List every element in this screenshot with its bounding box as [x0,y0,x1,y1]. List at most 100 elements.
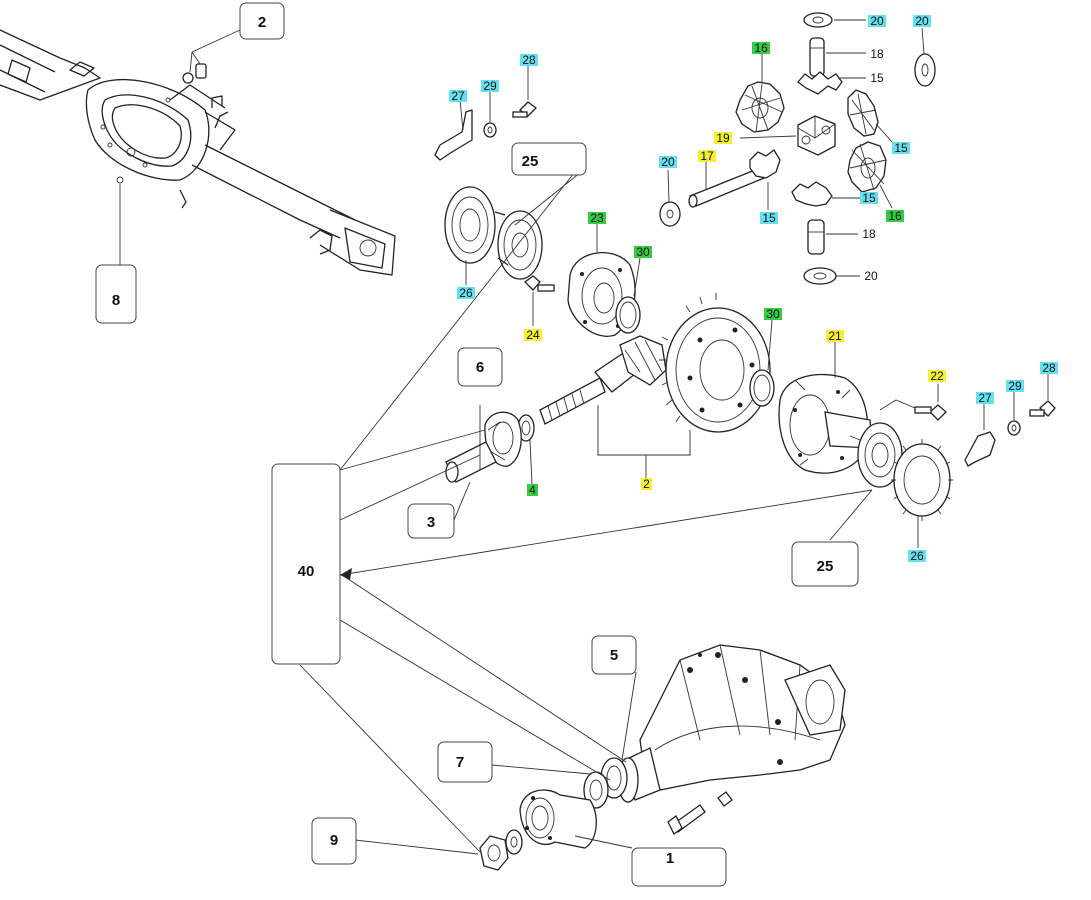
part-tag-28: 28 [520,53,538,67]
washer-29-left [483,92,497,138]
part-tag-bg [659,156,677,168]
part-tag-label: 18 [862,227,876,241]
part-tag-label: 22 [930,369,944,383]
washer-20-right [914,27,936,87]
part-tag-29: 29 [1006,379,1024,393]
ring-gear-16-top [735,52,785,133]
svg-text:2: 2 [258,14,266,31]
part-tag-15: 15 [870,71,884,85]
svg-text:1: 1 [666,850,674,867]
callout-box-2: 2 [239,2,285,40]
part-tag-15: 15 [760,211,778,225]
pin-18-bottom [807,219,858,255]
part-tag-bg [913,15,931,27]
part-tag-label: 18 [870,47,884,61]
part-tag-4: 4 [527,483,538,497]
bolt-24 [524,275,555,326]
shim-30-right [749,319,775,407]
part-tag-label: 23 [590,211,604,225]
svg-text:7: 7 [456,754,464,771]
nut-9 [479,835,509,871]
washer-29-right [1007,392,1021,436]
part-tag-26: 26 [908,549,926,563]
part-tag-bg [449,90,467,102]
part-tag-bg [892,142,910,154]
part-tag-label: 16 [888,209,902,223]
bolt-28-left [512,65,537,118]
part-tag-label: 19 [716,131,730,145]
part-tag-15: 15 [892,141,910,155]
leader-lines [299,167,873,855]
part-tag-label: 20 [864,269,878,283]
part-tag-bg [634,246,652,258]
diff-case-21 [778,340,873,474]
part-tag-2: 2 [641,477,652,491]
svg-text:6: 6 [476,359,484,376]
part-tag-20: 20 [913,14,931,28]
part-tag-bg [588,212,606,224]
side-gear-15-top [797,71,866,95]
callout-box-25-right: 25 [791,541,859,587]
shim-30-top [615,257,641,334]
callout-box-9: 9 [311,817,357,865]
part-tag-16: 16 [752,41,770,55]
pinion-gear-15-right [847,89,893,143]
part-tag-19: 19 [714,131,732,145]
part-tag-label: 30 [636,245,650,259]
callout-box-7: 7 [437,741,493,783]
part-tag-23: 23 [588,211,606,225]
part-tag-28: 28 [1040,361,1058,375]
part-tag-label: 29 [1008,379,1022,393]
part-tag-bg [908,550,926,562]
part-tag-29: 29 [481,79,499,93]
svg-text:3: 3 [427,514,435,531]
part-tag-21: 21 [826,329,844,343]
bracket-27-right [964,404,996,467]
part-tag-bg [976,392,994,404]
part-tag-label: 20 [915,14,929,28]
part-tag-label: 24 [526,328,540,342]
part-tag-bg [481,80,499,92]
side-gear-15-lower [767,181,860,210]
part-tag-label: 17 [700,149,714,163]
part-tag-30: 30 [764,307,782,321]
bolt-22 [879,384,947,421]
part-tag-bg [886,210,904,222]
part-tag-label: 26 [459,286,473,300]
svg-text:25: 25 [522,153,539,170]
svg-text:5: 5 [610,647,618,664]
svg-text:8: 8 [112,292,120,309]
svg-text:40: 40 [298,563,315,580]
part-tag-bg [524,329,542,341]
callout-box-1: 1 [631,847,727,887]
part-tag-label: 28 [522,53,536,67]
pin-18-top [809,37,866,77]
part-tag-label: 15 [762,211,776,225]
part-tag-26: 26 [457,286,475,300]
callout-box-25-top: 25 [511,142,587,176]
part-tag-label: 4 [529,483,536,497]
part-tag-label: 27 [978,391,992,405]
callout-box-40: 40 [271,463,341,665]
spider-block-19 [739,115,836,156]
ring-gear-2 [659,293,771,433]
carrier-housing [617,644,846,803]
part-tag-bg [1040,362,1058,374]
part-tag-24: 24 [524,328,542,342]
washer-20-bottom [803,267,860,285]
callout-box-5: 5 [591,635,637,675]
part-tag-bg [641,478,652,490]
part-tag-label: 30 [766,307,780,321]
cross-shaft-17 [688,149,781,208]
breather-plug [182,29,241,84]
part-tag-bg [868,15,886,27]
part-tag-27: 27 [449,89,467,103]
bolt-28-right [1029,374,1056,417]
part-tag-bg [928,370,946,382]
callout-box-3: 3 [407,503,455,539]
adjuster-nut-26 [891,439,953,548]
washer-9 [505,829,523,855]
svg-text:25: 25 [817,558,834,575]
